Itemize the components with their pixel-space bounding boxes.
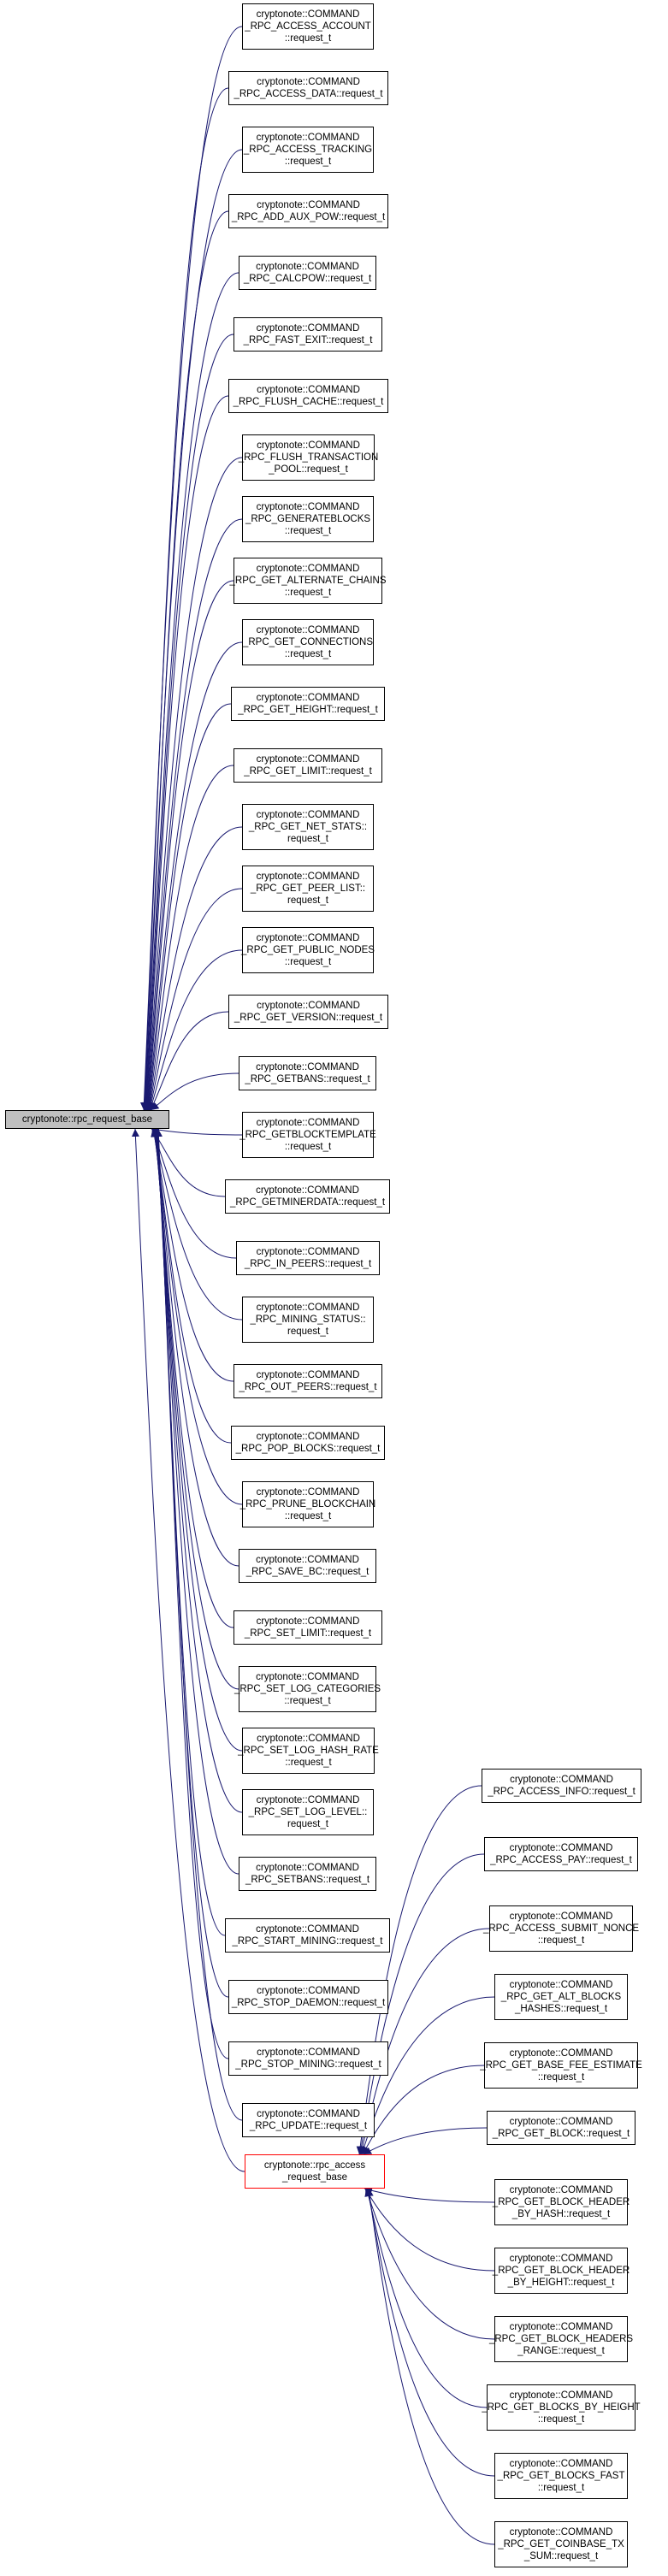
class-node-get-net-stats-request-t[interactable]: cryptonote::COMMAND _RPC_GET_NET_STATS::…	[242, 804, 374, 850]
edge-get-version	[150, 1011, 229, 1111]
class-node-access-pay[interactable]: cryptonote::COMMAND _RPC_ACCESS_PAY::req…	[484, 1837, 638, 1871]
class-node-access-tracking[interactable]: cryptonote::COMMAND _RPC_ACCESS_TRACKING…	[242, 127, 374, 173]
class-node-access-account[interactable]: cryptonote::COMMAND _RPC_ACCESS_ACCOUNT …	[242, 3, 374, 50]
class-node-set-log-hash-rate[interactable]: cryptonote::COMMAND _RPC_SET_LOG_HASH_RA…	[238, 1728, 379, 1774]
class-node-access-submit-nonce[interactable]: cryptonote::COMMAND _RPC_ACCESS_SUBMIT_N…	[483, 1905, 639, 1952]
class-node-fast-exit[interactable]: cryptonote::COMMAND _RPC_FAST_EXIT::requ…	[234, 317, 382, 352]
edge-get-alternate-chains	[144, 580, 234, 1111]
class-node-generateblocks[interactable]: cryptonote::COMMAND _RPC_GENERATEBLOCKS …	[242, 496, 374, 542]
edge-add-aux-pow	[141, 210, 229, 1111]
edge-access-tracking	[140, 149, 243, 1111]
edge-getbans	[151, 1072, 239, 1111]
edge-calcpow	[142, 272, 239, 1111]
class-node-get-height[interactable]: cryptonote::COMMAND _RPC_GET_HEIGHT::req…	[231, 687, 385, 721]
class-node-update[interactable]: cryptonote::COMMAND _RPC_UPDATE::request…	[242, 2103, 375, 2137]
class-node-start-mining[interactable]: cryptonote::COMMAND _RPC_START_MINING::r…	[225, 1918, 390, 1953]
class-node-getbans[interactable]: cryptonote::COMMAND _RPC_GETBANS::reques…	[239, 1056, 376, 1090]
class-node-get-blocks-by-height[interactable]: cryptonote::COMMAND _RPC_GET_BLOCKS_BY_H…	[482, 2384, 641, 2431]
class-node-getblocktemplate[interactable]: cryptonote::COMMAND _RPC_GETBLOCKTEMPLAT…	[239, 1112, 376, 1158]
class-node-get-version[interactable]: cryptonote::COMMAND _RPC_GET_VERSION::re…	[228, 995, 388, 1029]
class-node-get-peer-list-request-t[interactable]: cryptonote::COMMAND _RPC_GET_PEER_LIST::…	[242, 866, 374, 912]
class-node-stop-mining[interactable]: cryptonote::COMMAND _RPC_STOP_MINING::re…	[228, 2041, 388, 2076]
edge-get-net-stats-request-t	[146, 826, 243, 1111]
edge-access-data	[140, 87, 229, 1111]
class-node-get-block-headers-range[interactable]: cryptonote::COMMAND _RPC_GET_BLOCK_HEADE…	[489, 2316, 633, 2362]
edge-get-block	[363, 2127, 488, 2155]
class-node-stop-daemon[interactable]: cryptonote::COMMAND _RPC_STOP_DAEMON::re…	[228, 1980, 388, 2014]
edge-get-block-header-by-height	[364, 2188, 495, 2272]
class-node-set-log-categories[interactable]: cryptonote::COMMAND _RPC_SET_LOG_CATEGOR…	[234, 1666, 381, 1712]
edge-generateblocks	[144, 518, 243, 1111]
access-base-class-node[interactable]: cryptonote::rpc_access _request_base	[245, 2154, 385, 2189]
class-node-setbans[interactable]: cryptonote::COMMAND _RPC_SETBANS::reques…	[239, 1857, 376, 1891]
class-node-get-block-header-by-hash[interactable]: cryptonote::COMMAND _RPC_GET_BLOCK_HEADE…	[493, 2179, 630, 2225]
class-node-save-bc[interactable]: cryptonote::COMMAND _RPC_SAVE_BC::reques…	[239, 1549, 376, 1583]
edge-update	[154, 1128, 243, 2121]
class-node-get-limit[interactable]: cryptonote::COMMAND _RPC_GET_LIMIT::requ…	[234, 748, 382, 783]
edge-fast-exit	[142, 334, 234, 1111]
class-node-get-coinbase-tx-sum[interactable]: cryptonote::COMMAND _RPC_GET_COINBASE_TX…	[494, 2521, 628, 2567]
class-node-set-limit[interactable]: cryptonote::COMMAND _RPC_SET_LIMIT::requ…	[234, 1610, 382, 1645]
edge-get-coinbase-tx-sum	[365, 2188, 495, 2545]
base-class-node[interactable]: cryptonote::rpc_request_base	[5, 1110, 169, 1129]
edge-access-account	[139, 26, 243, 1111]
class-node-getminerdata[interactable]: cryptonote::COMMAND _RPC_GETMINERDATA::r…	[225, 1179, 390, 1214]
class-node-get-block[interactable]: cryptonote::COMMAND _RPC_GET_BLOCK::requ…	[487, 2111, 635, 2145]
edge-get-blocks-by-height	[364, 2188, 488, 2408]
edge-get-limit	[145, 765, 234, 1111]
class-node-pop-blocks[interactable]: cryptonote::COMMAND _RPC_POP_BLOCKS::req…	[231, 1426, 385, 1460]
class-node-mining-status-request-t[interactable]: cryptonote::COMMAND _RPC_MINING_STATUS::…	[242, 1297, 374, 1343]
edge-access-info	[356, 1785, 482, 2155]
class-node-set-log-level-request-t[interactable]: cryptonote::COMMAND _RPC_SET_LOG_LEVEL::…	[242, 1789, 374, 1835]
class-node-get-block-header-by-height[interactable]: cryptonote::COMMAND _RPC_GET_BLOCK_HEADE…	[493, 2248, 630, 2294]
class-node-add-aux-pow[interactable]: cryptonote::COMMAND _RPC_ADD_AUX_POW::re…	[228, 194, 388, 228]
class-node-get-base-fee-estimate[interactable]: cryptonote::COMMAND _RPC_GET_BASE_FEE_ES…	[480, 2042, 642, 2089]
class-node-flush-transaction-pool[interactable]: cryptonote::COMMAND _RPC_FLUSH_TRANSACTI…	[239, 434, 378, 481]
edge-get-base-fee-estimate	[362, 2065, 485, 2155]
edge-get-peer-list-request-t	[147, 888, 243, 1111]
class-node-flush-cache[interactable]: cryptonote::COMMAND _RPC_FLUSH_CACHE::re…	[228, 379, 388, 413]
edge-get-block-headers-range	[364, 2188, 495, 2340]
class-node-get-public-nodes[interactable]: cryptonote::COMMAND _RPC_GET_PUBLIC_NODE…	[241, 927, 375, 973]
class-node-get-alt-blocks-hashes[interactable]: cryptonote::COMMAND _RPC_GET_ALT_BLOCKS …	[494, 1974, 628, 2020]
edge-access-base	[131, 1128, 245, 2172]
edge-get-blocks-fast	[365, 2188, 495, 2477]
edge-flush-cache	[143, 395, 229, 1111]
edge-get-public-nodes	[148, 949, 243, 1111]
class-node-get-connections[interactable]: cryptonote::COMMAND _RPC_GET_CONNECTIONS…	[242, 619, 374, 665]
class-node-calcpow[interactable]: cryptonote::COMMAND _RPC_CALCPOW::reques…	[239, 256, 376, 290]
class-node-prune-blockchain[interactable]: cryptonote::COMMAND _RPC_PRUNE_BLOCKCHAI…	[240, 1481, 375, 1527]
class-node-access-info[interactable]: cryptonote::COMMAND _RPC_ACCESS_INFO::re…	[482, 1769, 641, 1803]
edge-get-height	[145, 703, 232, 1111]
class-node-in-peers[interactable]: cryptonote::COMMAND _RPC_IN_PEERS::reque…	[236, 1241, 380, 1275]
class-node-get-alternate-chains[interactable]: cryptonote::COMMAND _RPC_GET_ALTERNATE_C…	[230, 558, 387, 604]
edge-flush-transaction-pool	[143, 457, 243, 1111]
edge-get-connections	[145, 641, 243, 1111]
class-node-out-peers[interactable]: cryptonote::COMMAND _RPC_OUT_PEERS::requ…	[234, 1364, 382, 1398]
class-node-get-blocks-fast[interactable]: cryptonote::COMMAND _RPC_GET_BLOCKS_FAST…	[494, 2453, 628, 2499]
class-node-access-data[interactable]: cryptonote::COMMAND _RPC_ACCESS_DATA::re…	[228, 71, 388, 105]
